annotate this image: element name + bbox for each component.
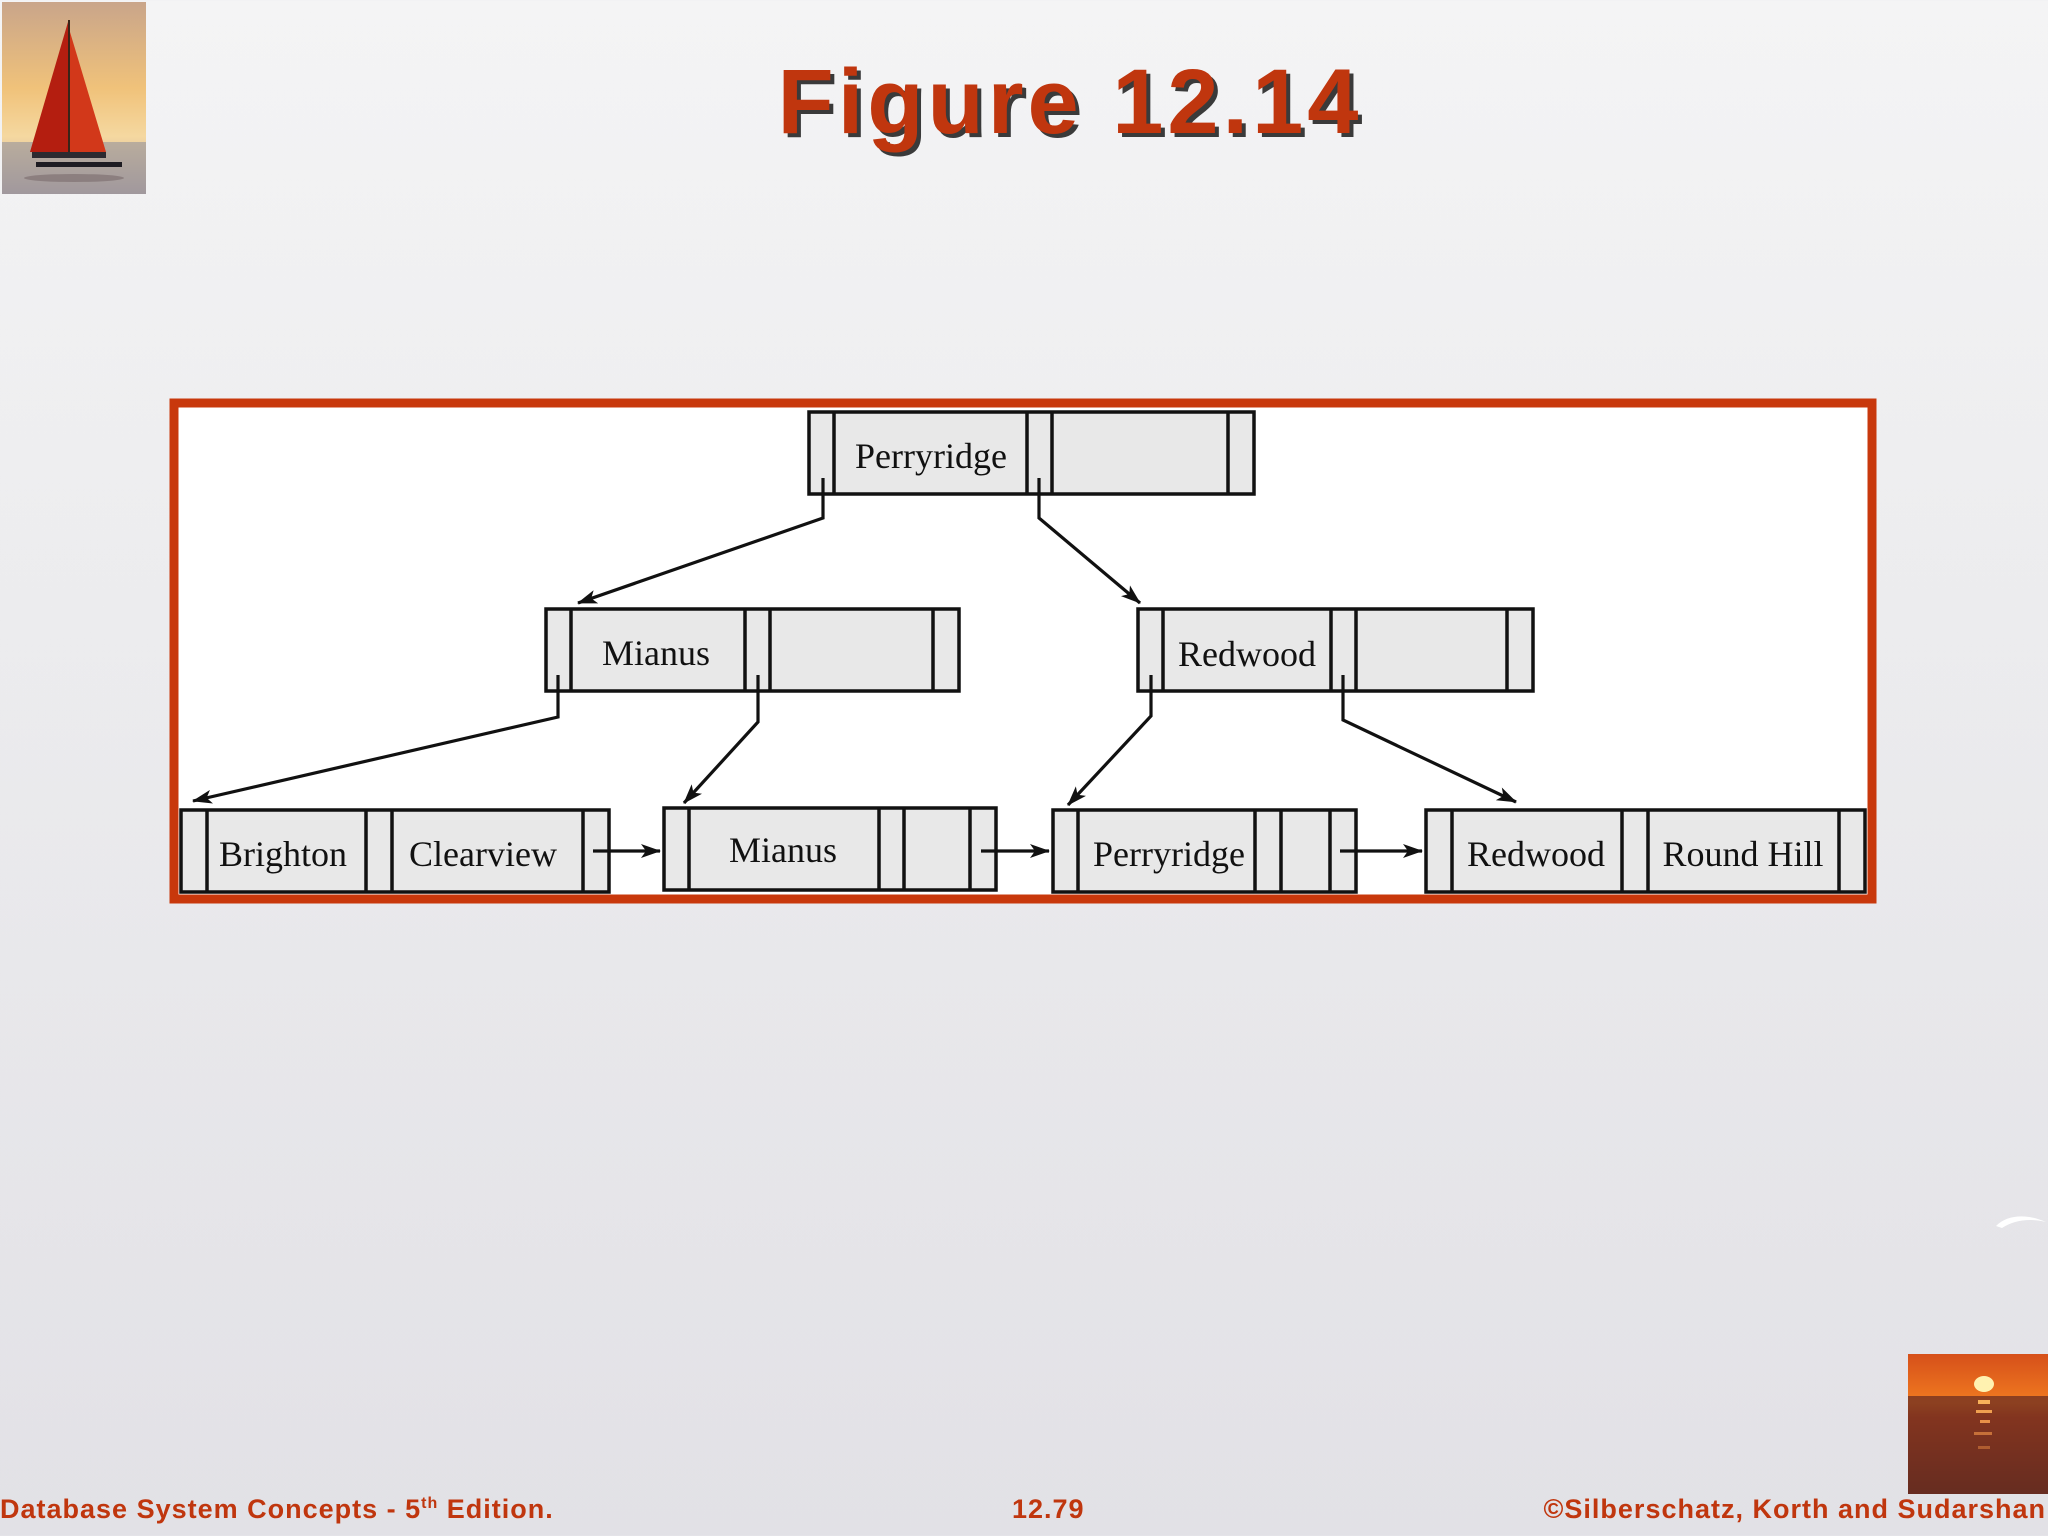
pointer-mianus-to-leaf2 (682, 675, 760, 805)
pointer-root-to-redwood (1037, 478, 1142, 605)
pointer-redwood-to-leaf4 (1341, 675, 1517, 804)
footer-book-title-suffix: Edition. (438, 1494, 554, 1524)
leaf-node-2 (662, 806, 998, 892)
internal-1-key-1: Mianus (602, 633, 710, 673)
footer-book-title: Database System Concepts - 5th Edition. (0, 1494, 554, 1525)
root-node (807, 410, 1256, 496)
sailboat-photo-icon (2, 2, 146, 194)
slide-title: Figure 12.14 (777, 51, 1363, 153)
footer-book-title-main: Database System Concepts - 5 (0, 1494, 422, 1524)
leaf-2-key-1: Mianus (729, 830, 837, 870)
pointer-mianus-to-leaf1 (192, 675, 560, 804)
footer-slide-number: 12.79 (1012, 1494, 1085, 1524)
leaf-4-key-2: Round Hill (1662, 834, 1823, 874)
leaf-node-4 (1424, 808, 1867, 894)
pointer-redwood-to-leaf3 (1066, 675, 1153, 807)
internal-2-key-1: Redwood (1178, 634, 1316, 674)
leaf-1-key-2: Clearview (409, 834, 557, 874)
leaf-node-1 (179, 808, 611, 894)
footer-copyright: ©Silberschatz, Korth and Sudarshan (1543, 1494, 2046, 1524)
leaf-4-key-1: Redwood (1467, 834, 1605, 874)
sunset-photo-icon (1908, 1354, 2048, 1494)
leaf-1-key-1: Brighton (219, 834, 347, 874)
root-key-1: Perryridge (855, 436, 1007, 476)
leaf-3-key-1: Perryridge (1093, 834, 1245, 874)
internal-node-mianus (544, 607, 961, 693)
wave-decoration-icon (1996, 1216, 2046, 1228)
internal-node-redwood (1136, 607, 1535, 693)
footer-edition-superscript: th (421, 1495, 439, 1512)
pointer-root-to-mianus (577, 478, 825, 605)
